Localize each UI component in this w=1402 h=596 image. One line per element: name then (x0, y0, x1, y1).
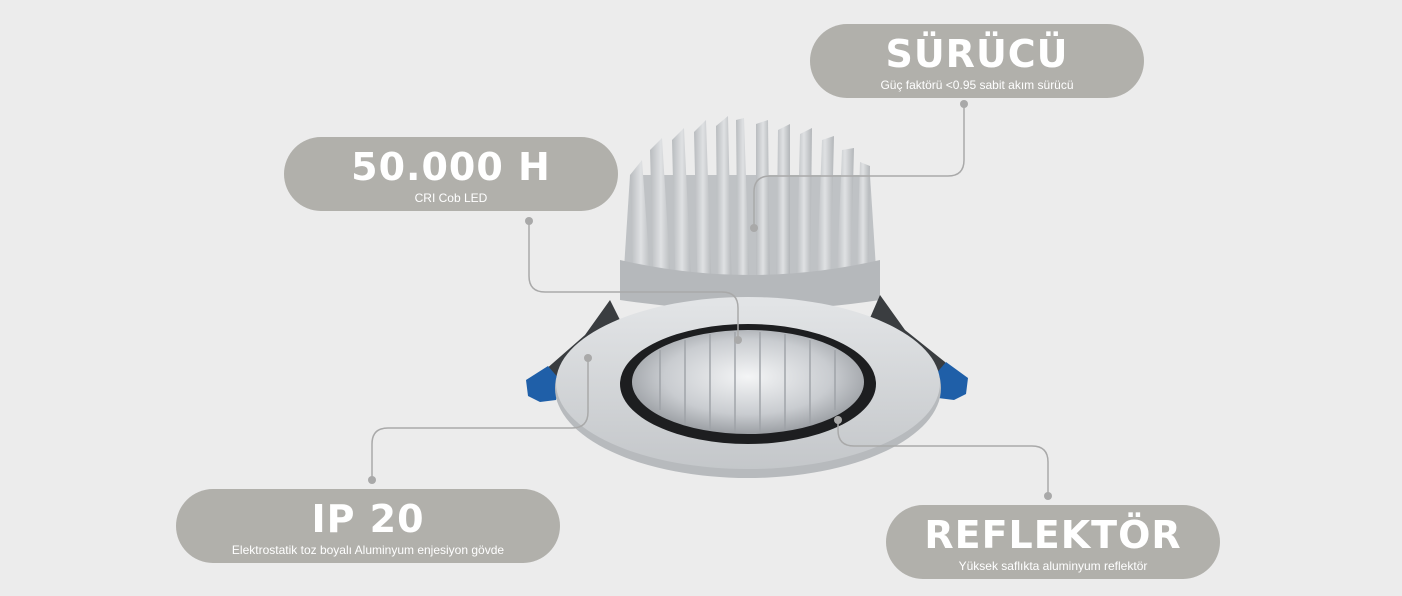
leader-dot-surucu (960, 100, 968, 108)
reflector-cup (632, 330, 864, 434)
callout-lifetime-title: 50.000 H (351, 145, 551, 189)
leader-line-reflector (837, 420, 1049, 496)
leader-lines (371, 104, 1049, 496)
leader-dot-ip-end (368, 476, 376, 484)
callout-surucu: SÜRÜCÜ Güç faktörü <0.95 sabit akım sürü… (810, 24, 1144, 98)
leader-dot-lifetime (525, 217, 533, 225)
leader-line-ip (371, 358, 589, 480)
leader-dot-surucu-end (750, 224, 758, 232)
callout-surucu-title: SÜRÜCÜ (885, 32, 1069, 76)
leader-dot-lifetime-end (734, 336, 742, 344)
trim-ring (555, 297, 941, 478)
leader-dot-reflector (834, 416, 842, 424)
callout-reflector: REFLEKTÖR Yüksek saflıkta aluminyum refl… (886, 505, 1220, 579)
leader-line-surucu (753, 104, 965, 228)
callout-ip: IP 20 Elektrostatik toz boyalı Aluminyum… (176, 489, 560, 563)
leader-line-lifetime (528, 221, 739, 340)
callout-reflector-title: REFLEKTÖR (924, 513, 1182, 557)
leader-dots (368, 100, 1052, 500)
leader-dot-ip (584, 354, 592, 362)
heatsink (620, 116, 880, 310)
spring-clip-right (870, 295, 968, 400)
spring-clip-left (526, 300, 620, 402)
callout-lifetime-subtitle: CRI Cob LED (414, 191, 488, 205)
callout-surucu-subtitle: Güç faktörü <0.95 sabit akım sürücü (880, 78, 1074, 92)
callout-lifetime: 50.000 H CRI Cob LED (284, 137, 618, 211)
callout-reflector-subtitle: Yüksek saflıkta aluminyum reflektör (958, 559, 1148, 573)
callout-ip-subtitle: Elektrostatik toz boyalı Aluminyum enjes… (231, 543, 505, 557)
leader-dot-reflector-end (1044, 492, 1052, 500)
callout-ip-title: IP 20 (311, 497, 425, 541)
